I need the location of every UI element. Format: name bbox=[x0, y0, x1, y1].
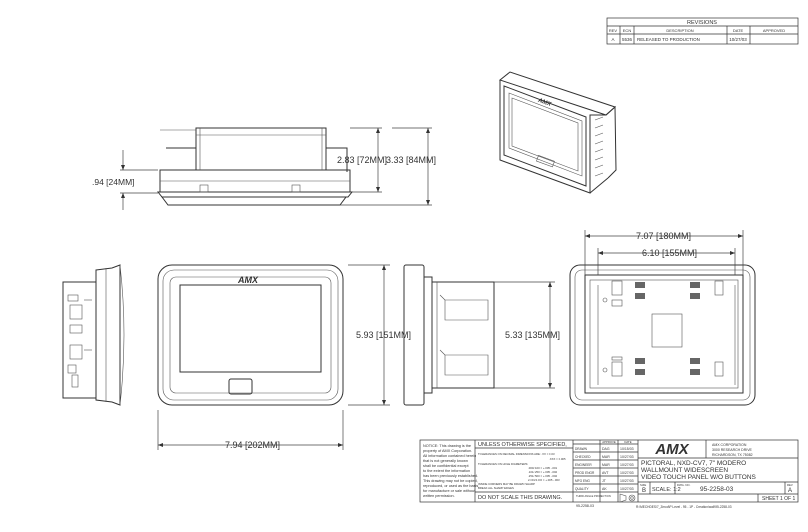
dwg-number: 95-2258-03 bbox=[700, 486, 734, 493]
scale-value: SCALE: 1:2 bbox=[652, 487, 681, 493]
notice-line-10: written permission. bbox=[423, 494, 455, 498]
title-block: NOTICE: This drawing is the property of … bbox=[419, 439, 799, 508]
notice-line-7: This drawing may not be copied, bbox=[423, 479, 478, 483]
revisions-title: REVISIONS bbox=[687, 20, 717, 26]
approval-date-2: 10/27/03 bbox=[620, 463, 634, 467]
notice-line-5: to the extent the information bbox=[423, 469, 470, 473]
rev-row-date: 10/27/03 bbox=[729, 37, 747, 42]
sheet-number: SHEET 1 OF 1 bbox=[762, 496, 795, 502]
dim-back-width-2: 6.10 [155MM] bbox=[642, 248, 697, 258]
approval-name-1: MAR bbox=[602, 455, 610, 459]
dim-front-width: 7.94 [202MM] bbox=[225, 440, 280, 450]
approval-role-1: CHECKED bbox=[575, 455, 591, 459]
file-path: R:\MECHDES\7_Zmod\P Level - 95 - 1P - Cr… bbox=[636, 505, 732, 509]
approval-role-4: MFG ENG bbox=[575, 479, 590, 483]
approval-name-5: AK bbox=[602, 487, 607, 491]
rev-header-date: DATE bbox=[733, 28, 744, 33]
approval-name-4: JT bbox=[602, 479, 607, 483]
approval-role-3: PROD ENGR bbox=[575, 471, 595, 475]
approval-date-3: 10/27/03 bbox=[620, 471, 634, 475]
back-dimensions: 7.07 [180MM] 6.10 [155MM] bbox=[584, 230, 744, 275]
projection-label: THIRD ANGLE PROJECTION bbox=[576, 494, 611, 498]
notice-line-3: that is not generally known bbox=[423, 459, 468, 463]
notice-line-0: NOTICE: This drawing is the bbox=[423, 444, 471, 448]
box-side-view bbox=[403, 264, 495, 406]
spec-line5: .251/.500 = +.005 -.002 bbox=[528, 474, 558, 478]
rev-row-rev: A bbox=[611, 37, 614, 42]
approval-role-0: DRAWN bbox=[575, 447, 588, 451]
dim-side-height-1: 2.83 [72MM] bbox=[337, 155, 387, 165]
side-profile-view bbox=[156, 127, 354, 206]
rev-header-ecn: ECN bbox=[623, 28, 632, 33]
approvals-header-date: DATE bbox=[624, 440, 631, 444]
company-address1: 3000 RESEARCH DRIVE bbox=[712, 448, 753, 452]
revisions-table: REVISIONS REV ECN DESCRIPTION DATE APPRO… bbox=[606, 17, 799, 45]
notice-line-8: reproduced, or used as the basis bbox=[423, 484, 478, 488]
spec-no-scale: DO NOT SCALE THIS DRAWING. bbox=[478, 495, 563, 501]
drawing-title-line1: PICTORAL, NXD-CV7, 7" MODERO bbox=[641, 460, 746, 467]
connector-side-view bbox=[62, 264, 125, 406]
spec-line4: .101/.250 = +.005 -.002 bbox=[528, 470, 558, 474]
iso-logo: AMX bbox=[536, 97, 552, 108]
spec-line2: TOLERANCES ON HOLE DIAMETERS: bbox=[478, 462, 528, 466]
spec-line3: .000/.100 = +.005 -.001 bbox=[528, 466, 558, 470]
approval-date-0: 10/15/03 bbox=[620, 447, 634, 451]
spec-line1: TOLERANCES ON DECIMAL DIMENSIONS ARE: .X… bbox=[478, 452, 555, 456]
approvals-header-approve: APPROVE bbox=[602, 440, 616, 444]
size-value: B bbox=[642, 488, 646, 494]
dim-box-height: 5.33 [135MM] bbox=[505, 330, 560, 340]
spec-line7: INSIDE CORNERS MAY BE DRAWN SHARP bbox=[478, 482, 535, 486]
notice-line-6: has been previously established. bbox=[423, 474, 478, 478]
rev-row-desc: RELEASED TO PRODUCTION bbox=[637, 37, 700, 42]
front-button bbox=[228, 378, 253, 395]
dim-side-height-2: 3.33 [84MM] bbox=[386, 155, 436, 165]
company-name: AMX CORPORATION bbox=[712, 443, 747, 447]
dim-front-height: 5.93 [151MM] bbox=[356, 330, 411, 340]
rev-value: A bbox=[788, 488, 792, 494]
approval-date-5: 10/27/03 bbox=[620, 487, 634, 491]
dim-back-width-1: 7.07 [180MM] bbox=[636, 231, 691, 241]
approval-name-2: MAR bbox=[602, 463, 610, 467]
approval-name-0: DAG bbox=[602, 447, 610, 451]
dim-side-depth: .94 [24MM] bbox=[92, 177, 135, 187]
approval-name-3: AVT bbox=[602, 471, 609, 475]
front-view: AMX bbox=[157, 264, 344, 406]
drawing-title-line2: WALLMOUNT WIDESCREEN bbox=[641, 467, 728, 474]
drawing-title-line3: VIDEO TOUCH PANEL W/O BUTTONS bbox=[641, 474, 757, 481]
title-logo: AMX bbox=[654, 441, 689, 458]
notice-line-9: for manufacture or sale without bbox=[423, 489, 476, 493]
part-number: 95-2258-03 bbox=[576, 504, 594, 508]
approval-role-2: ENGINEER bbox=[575, 463, 592, 467]
side-dimensions: .94 [24MM] 2.83 [72MM] 3.33 [84MM] bbox=[92, 127, 436, 210]
approval-date-1: 10/27/03 bbox=[620, 455, 634, 459]
notice-line-2: All information contained herein bbox=[423, 454, 476, 458]
back-view bbox=[569, 264, 756, 406]
notice-line-1: property of AMX Corporation. bbox=[423, 449, 472, 453]
rev-header-desc: DESCRIPTION bbox=[666, 28, 693, 33]
spec-line1b: .XXX = ±.005 bbox=[549, 457, 566, 461]
spec-header: UNLESS OTHERWISE SPECIFIED, bbox=[478, 442, 567, 448]
box-dimensions: 5.33 [135MM] bbox=[494, 281, 560, 389]
front-logo: AMX bbox=[237, 275, 259, 285]
approval-role-5: QUALITY bbox=[575, 487, 590, 491]
rev-label: REV bbox=[787, 483, 793, 487]
dwg-label: DWG. NO. bbox=[677, 483, 691, 487]
rev-header-rev: REV bbox=[609, 28, 618, 33]
projection-symbol bbox=[619, 493, 636, 503]
size-label: SIZE bbox=[640, 483, 646, 487]
spec-line8: BREAK ALL SHARP EDGES bbox=[478, 486, 514, 490]
isometric-view: AMX bbox=[498, 71, 617, 194]
company-address2: RICHARDSON, TX 75082 bbox=[712, 453, 753, 457]
spec-line6: 2.OO/4.OO = +.005 -.003 bbox=[528, 478, 560, 482]
notice-line-4: shall be confidential except bbox=[423, 464, 470, 468]
rev-header-approved: APPROVED bbox=[763, 28, 785, 33]
approval-date-4: 10/27/03 bbox=[620, 479, 634, 483]
rev-row-ecn: 5536 bbox=[622, 37, 633, 42]
front-dimensions: 7.94 [202MM] 5.93 [151MM] bbox=[157, 264, 411, 450]
